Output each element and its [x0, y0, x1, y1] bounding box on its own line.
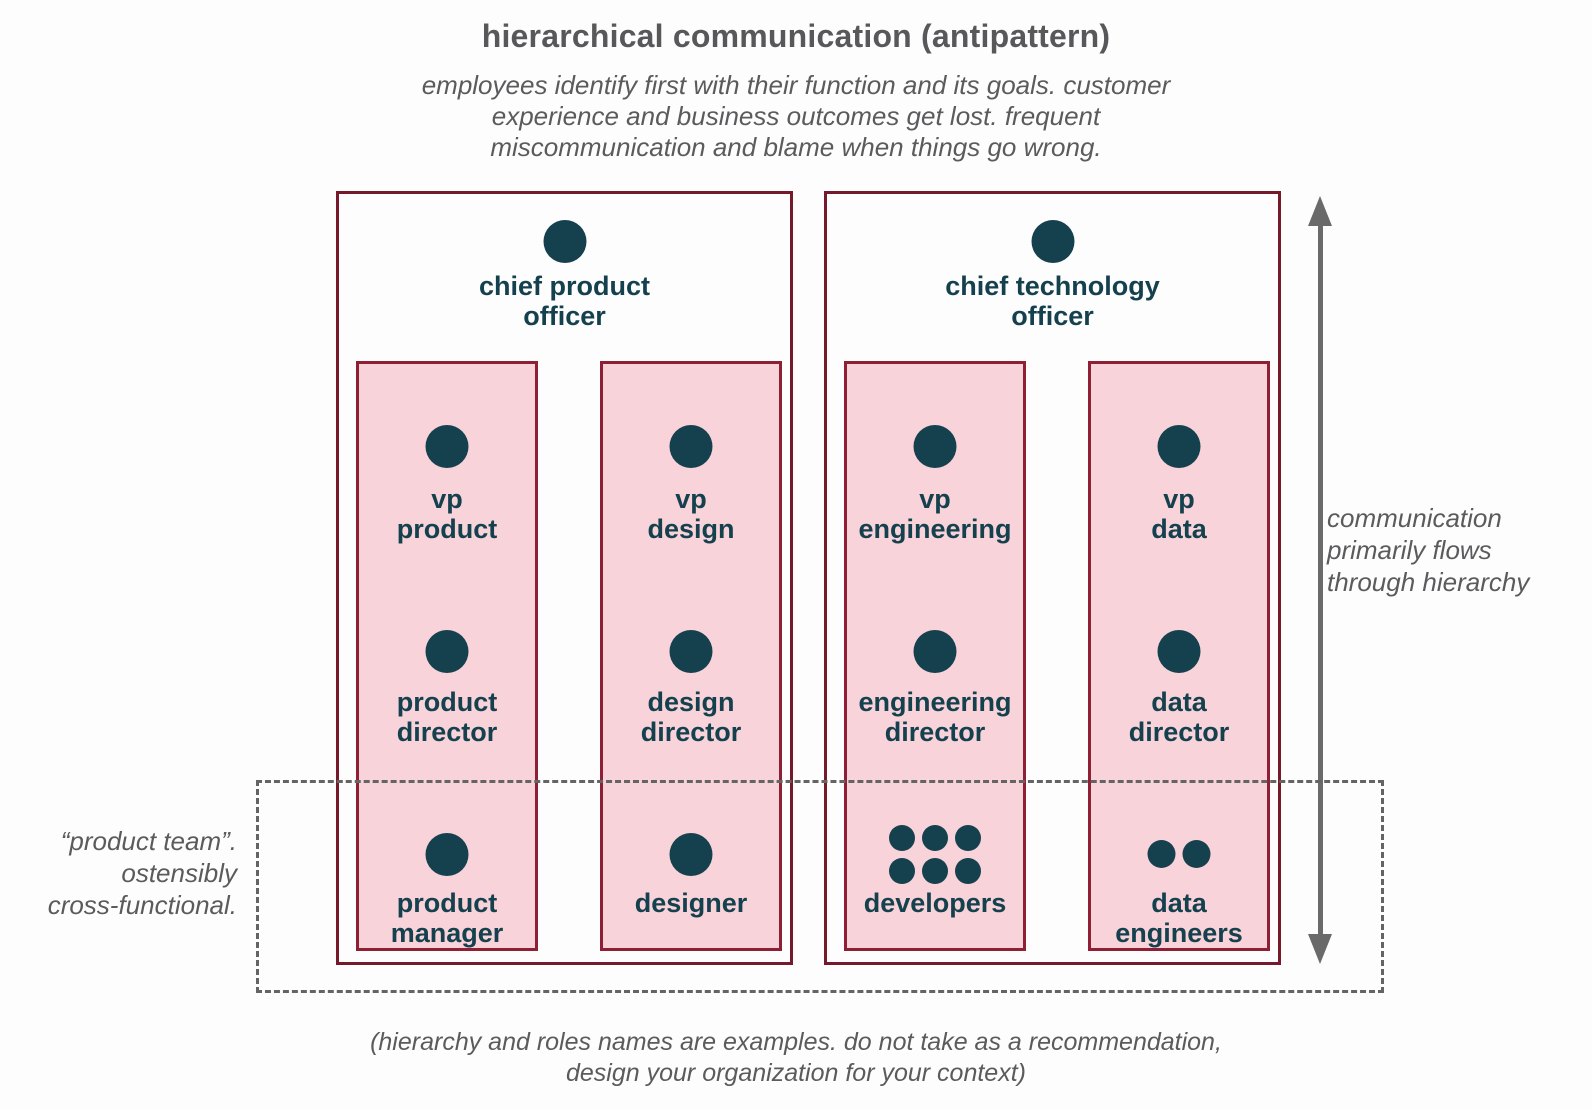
- column-data: vp data data director data engineers: [1088, 361, 1270, 951]
- role-label-data-director: data director: [1128, 687, 1230, 747]
- role-label-data-engineers: data engineers: [1115, 888, 1243, 948]
- person-dot: [913, 424, 957, 468]
- role-label-product-director: product director: [396, 687, 498, 747]
- arrow-shaft: [1317, 222, 1323, 938]
- diagram-subtitle: employees identify first with their func…: [421, 70, 1171, 162]
- person-dot: [425, 424, 469, 468]
- person-dot: [425, 832, 469, 876]
- person-dot: [1182, 840, 1211, 868]
- role-label-leader: chief product officer: [478, 271, 650, 331]
- person-dot-technology-leader: [1031, 220, 1074, 263]
- product-team-annotation: “product team”. ostensibly cross-functio…: [47, 826, 237, 920]
- person-dot: [425, 629, 469, 673]
- person-dots-designer: [669, 832, 713, 876]
- diagram-title: hierarchical communication (antipattern): [481, 18, 1111, 54]
- role-label-design-director: design director: [640, 687, 742, 747]
- person-dot: [922, 824, 948, 851]
- person-dots-vp-design: [669, 424, 713, 468]
- group-box-technology: chief technology officer vp engineering en…: [824, 191, 1281, 965]
- person-dot: [922, 857, 948, 884]
- arrow-down-icon: [1308, 934, 1332, 964]
- person-dot: [669, 424, 713, 468]
- person-dot: [669, 832, 713, 876]
- footnote: (hierarchy and roles names are examples.…: [370, 1028, 1222, 1087]
- person-dots-product-director: [425, 629, 469, 673]
- column-design: vp design design director designer: [600, 361, 782, 951]
- person-dot: [913, 629, 957, 673]
- person-dots-data-engineers: [1147, 840, 1211, 868]
- role-label-vp-design: vp design: [647, 484, 735, 544]
- role-label-vp-data: vp data: [1151, 484, 1207, 544]
- person-dots-vp-data: [1157, 424, 1201, 468]
- person-dot: [1157, 629, 1201, 673]
- role-label-designer: designer: [634, 888, 748, 918]
- role-label-vp-product: vp product: [396, 484, 498, 544]
- role-label-developers: developers: [863, 888, 1007, 918]
- person-dot-product-leader: [543, 220, 586, 263]
- person-dot: [955, 857, 981, 884]
- person-dot: [669, 629, 713, 673]
- person-dot: [889, 824, 915, 851]
- person-dots-product-manager: [425, 832, 469, 876]
- arrow-up-icon: [1308, 196, 1332, 226]
- role-label-product-manager: product manager: [390, 888, 504, 948]
- group-box-product: chief product officer vp product product d…: [336, 191, 793, 965]
- person-dots-data-director: [1157, 629, 1201, 673]
- communication-flow-arrow: [1308, 196, 1332, 964]
- person-dots-developers: [889, 824, 981, 884]
- person-dots-vp-engineering: [913, 424, 957, 468]
- flow-annotation: communication primarily flows through hi…: [1327, 503, 1530, 597]
- person-dot: [1147, 840, 1176, 868]
- person-dot: [889, 857, 915, 884]
- role-label-engineering-director: engineering director: [858, 687, 1012, 747]
- person-dots-engineering-director: [913, 629, 957, 673]
- column-engineering: vp engineering engineering director develo…: [844, 361, 1026, 951]
- person-dot: [955, 824, 981, 851]
- person-dots-design-director: [669, 629, 713, 673]
- role-label-leader: chief technology officer: [945, 271, 1160, 331]
- person-dots-vp-product: [425, 424, 469, 468]
- column-product: vp product product director product manage…: [356, 361, 538, 951]
- role-label-vp-engineering: vp engineering: [858, 484, 1012, 544]
- person-dot: [1157, 424, 1201, 468]
